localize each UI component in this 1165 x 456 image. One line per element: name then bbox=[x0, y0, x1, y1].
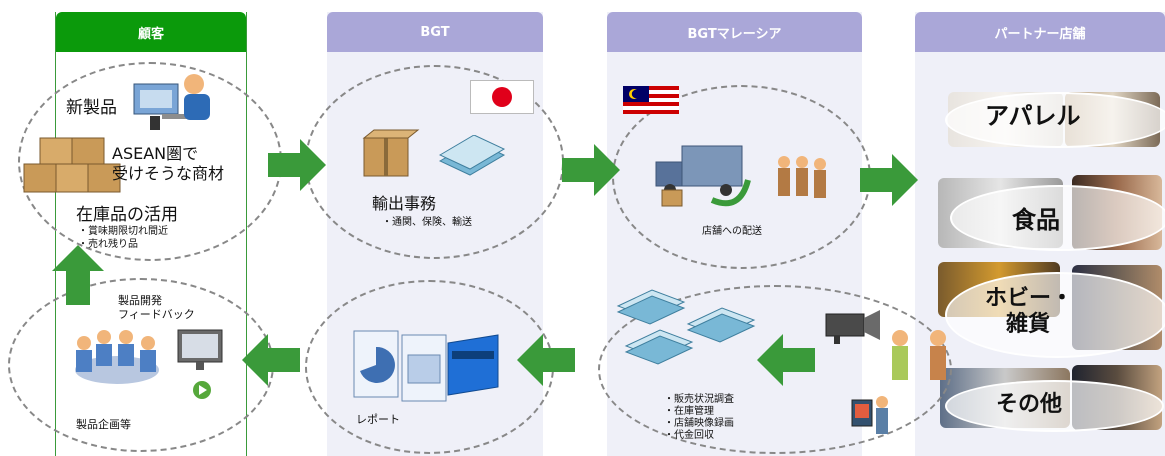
category-other: その他 bbox=[996, 392, 1063, 417]
inventory-label: 在庫品の活用 bbox=[76, 205, 178, 225]
product-planning-label: 製品企画等 bbox=[76, 418, 131, 431]
category-oval-apparel bbox=[945, 92, 1165, 148]
video-camera-icon bbox=[825, 310, 880, 344]
workers-icon bbox=[778, 156, 826, 198]
export-affairs-sub: ・通関、保険、輸送 bbox=[382, 217, 472, 228]
malaysia-flag-icon bbox=[623, 86, 679, 114]
store-delivery-label: 店舗への配送 bbox=[702, 226, 762, 237]
category-oval-hobby bbox=[945, 272, 1165, 358]
left-arrow-icon bbox=[242, 334, 300, 386]
category-oval-food bbox=[950, 185, 1165, 251]
malaysia-item-3: ・店舗映像録画 bbox=[664, 418, 734, 429]
asean-label-line2: 受けそうな商材 bbox=[112, 164, 225, 183]
bgt-header: BGT bbox=[327, 12, 543, 52]
bgt-malaysia-header: BGTマレーシア bbox=[607, 12, 862, 52]
monitor-play-icon bbox=[177, 329, 223, 399]
report-documents-icon bbox=[353, 330, 499, 402]
category-apparel: アパレル bbox=[985, 102, 1081, 130]
malaysia-item-1: ・販売状況調査 bbox=[664, 394, 734, 405]
feedback-label-line1: 製品開発 bbox=[118, 294, 162, 307]
cardboard-boxes-icon bbox=[23, 137, 121, 193]
person-at-screen-icon bbox=[851, 396, 888, 434]
left-arrow-icon bbox=[757, 334, 815, 386]
inventory-bullet-1: ・賞味期限切れ間近 bbox=[78, 226, 168, 237]
right-arrow-icon bbox=[268, 139, 326, 191]
report-label: レポート bbox=[356, 413, 400, 426]
customer-header: 顧客 bbox=[56, 12, 246, 52]
malaysia-item-2: ・在庫管理 bbox=[664, 406, 714, 417]
up-arrow-icon bbox=[52, 245, 104, 305]
malaysia-bottom-oval bbox=[598, 285, 952, 454]
right-arrow-icon bbox=[860, 154, 918, 206]
category-oval-other bbox=[945, 380, 1164, 432]
documents-stack-icon bbox=[438, 135, 506, 176]
asean-label-line1: ASEAN圏で bbox=[112, 144, 199, 163]
category-hobby-line1: ホビー・ bbox=[985, 286, 1074, 311]
export-affairs-title: 輸出事務 bbox=[372, 194, 437, 213]
new-product-label: 新製品 bbox=[66, 98, 117, 118]
inventory-bullet-2: ・売れ残り品 bbox=[78, 239, 138, 250]
partner-header: パートナー店舗 bbox=[915, 12, 1165, 52]
people-talking-icon bbox=[892, 330, 946, 380]
japan-flag-icon bbox=[470, 80, 534, 114]
malaysia-item-4: ・代金回収 bbox=[664, 430, 714, 441]
category-food: 食品 bbox=[1012, 206, 1060, 234]
researcher-microscope-icon bbox=[133, 74, 210, 130]
documents-stack-icon bbox=[616, 289, 756, 365]
feedback-label-line2: フィードバック bbox=[118, 308, 195, 321]
meeting-people-icon bbox=[75, 330, 159, 384]
category-hobby-line2: 雑貨 bbox=[1006, 312, 1051, 337]
delivery-truck-icon bbox=[655, 145, 751, 207]
left-arrow-icon bbox=[517, 334, 575, 386]
shipping-box-icon bbox=[362, 129, 420, 177]
right-arrow-icon bbox=[562, 144, 620, 196]
